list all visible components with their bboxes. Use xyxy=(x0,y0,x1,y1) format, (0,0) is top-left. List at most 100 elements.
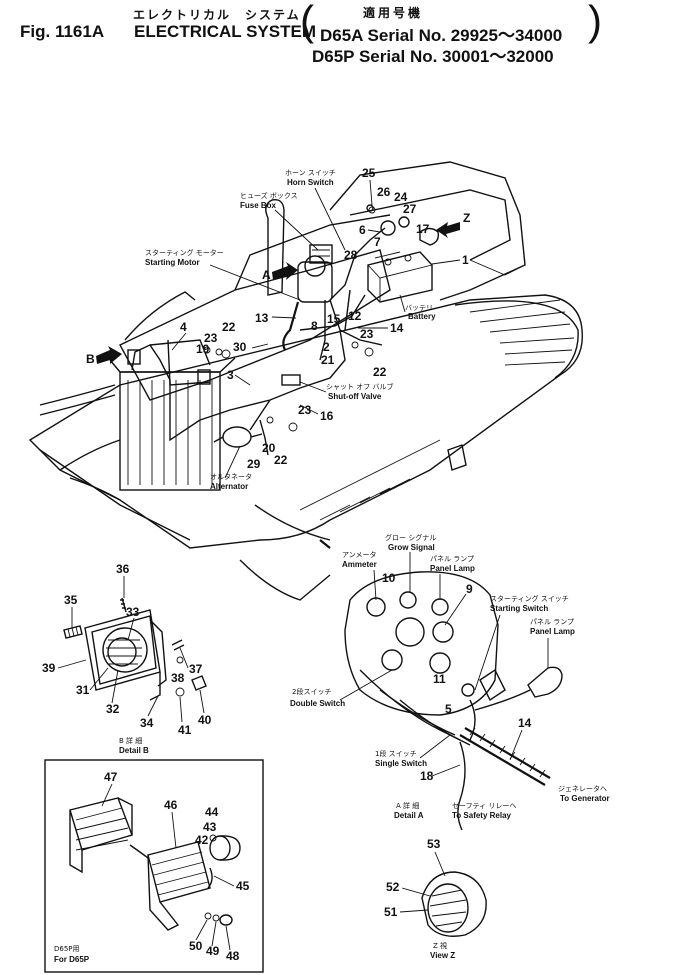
svg-text:47: 47 xyxy=(104,770,118,784)
svg-text:14: 14 xyxy=(518,716,532,730)
svg-text:5: 5 xyxy=(445,702,452,716)
serial-d65a: D65A Serial No. 29925～34000 xyxy=(320,26,563,45)
svg-text:23: 23 xyxy=(298,403,312,417)
svg-text:32: 32 xyxy=(106,702,120,716)
headlamp-left xyxy=(127,349,211,385)
d65p-inset xyxy=(44,759,264,973)
svg-text:21: 21 xyxy=(321,353,335,367)
svg-text:15: 15 xyxy=(327,312,341,326)
svg-text:Starting Switch: Starting Switch xyxy=(490,604,548,613)
svg-text:43: 43 xyxy=(203,820,217,834)
figure-number: Fig. 1161A xyxy=(20,22,105,41)
arrow-b: B xyxy=(86,346,122,366)
svg-text:オルタネータ: オルタネータ xyxy=(210,472,252,481)
detail-b-labels: B 詳 細 Detail B xyxy=(119,736,149,755)
svg-text:B: B xyxy=(86,352,95,366)
svg-text:Single Switch: Single Switch xyxy=(375,759,427,768)
svg-text:Panel Lamp: Panel Lamp xyxy=(430,564,475,573)
svg-text:Horn Switch: Horn Switch xyxy=(287,178,334,187)
left-bracket: ( xyxy=(300,0,314,44)
svg-text:B 詳 細: B 詳 細 xyxy=(119,736,142,745)
svg-text:10: 10 xyxy=(382,571,396,585)
svg-text:バッテリ: バッテリ xyxy=(405,304,433,312)
svg-text:22: 22 xyxy=(373,365,387,379)
svg-text:A 詳 細: A 詳 細 xyxy=(396,801,419,810)
svg-text:48: 48 xyxy=(226,949,240,963)
svg-text:シャット オフ バルブ: シャット オフ バルブ xyxy=(326,382,393,391)
svg-text:39: 39 xyxy=(42,661,56,675)
svg-text:スターティング スイッチ: スターティング スイッチ xyxy=(490,594,569,603)
svg-text:23: 23 xyxy=(360,327,374,341)
svg-text:ホーン スイッチ: ホーン スイッチ xyxy=(285,169,336,177)
battery xyxy=(367,251,433,303)
svg-text:24: 24 xyxy=(394,190,408,204)
wiring-harness xyxy=(131,227,386,456)
svg-text:52: 52 xyxy=(386,880,400,894)
figure-title: ELECTRICAL SYSTEM xyxy=(134,22,316,41)
arrow-a: A xyxy=(262,262,298,282)
svg-text:42: 42 xyxy=(195,833,209,847)
machine-body xyxy=(28,161,584,601)
svg-text:Battery: Battery xyxy=(408,312,436,321)
arrow-z: Z xyxy=(436,211,470,238)
applicable-serials-japanese: 適用号機 xyxy=(363,6,424,20)
svg-text:Double Switch: Double Switch xyxy=(290,699,345,708)
detail-a-labels: アンメータ Ammeter グロー シグナル Grow Signal パネル ラ… xyxy=(290,533,610,820)
svg-text:Detail B: Detail B xyxy=(119,746,149,755)
svg-text:35: 35 xyxy=(64,593,78,607)
svg-text:29: 29 xyxy=(247,457,261,471)
svg-text:Ammeter: Ammeter xyxy=(342,560,377,569)
svg-text:2: 2 xyxy=(323,340,330,354)
part-number-callouts: 1 2 3 4 5 6 7 8 9 10 11 12 13 14 14 15 1… xyxy=(42,166,532,963)
svg-text:49: 49 xyxy=(206,944,220,958)
svg-text:45: 45 xyxy=(236,879,250,893)
svg-text:3: 3 xyxy=(227,368,234,382)
svg-text:2段スイッチ: 2段スイッチ xyxy=(292,687,331,696)
svg-text:46: 46 xyxy=(164,798,178,812)
svg-text:ジェネレータへ: ジェネレータへ xyxy=(558,784,607,793)
svg-text:50: 50 xyxy=(189,939,203,953)
svg-text:13: 13 xyxy=(255,311,269,325)
svg-text:31: 31 xyxy=(76,683,90,697)
svg-text:Z 視: Z 視 xyxy=(433,941,447,950)
svg-text:For D65P: For D65P xyxy=(54,955,90,964)
svg-text:パネル ランプ: パネル ランプ xyxy=(530,618,574,626)
svg-text:7: 7 xyxy=(374,235,381,249)
svg-text:14: 14 xyxy=(390,321,404,335)
bolts xyxy=(203,206,376,432)
svg-text:8: 8 xyxy=(311,319,318,333)
svg-text:Detail A: Detail A xyxy=(394,811,424,820)
svg-text:4: 4 xyxy=(180,320,187,334)
svg-text:セーフティ リレーへ: セーフティ リレーへ xyxy=(452,802,516,810)
title-japanese: エレクトリカル システム xyxy=(133,8,301,22)
svg-text:23: 23 xyxy=(204,331,218,345)
svg-text:ヒューズ ボックス: ヒューズ ボックス xyxy=(240,191,298,200)
alternator xyxy=(213,426,263,448)
svg-text:20: 20 xyxy=(262,441,276,455)
svg-text:Shut-off Valve: Shut-off Valve xyxy=(328,392,382,401)
horn-parts xyxy=(366,204,440,246)
svg-text:View Z: View Z xyxy=(430,951,455,960)
svg-text:30: 30 xyxy=(233,340,247,354)
svg-text:Fuse Box: Fuse Box xyxy=(240,201,277,210)
starting-motor xyxy=(297,244,333,303)
d65p-labels: D65P用 For D65P xyxy=(54,945,90,964)
svg-text:11: 11 xyxy=(433,672,446,686)
right-bracket: ) xyxy=(588,0,602,44)
svg-text:1: 1 xyxy=(462,253,469,267)
svg-text:6: 6 xyxy=(359,223,366,237)
svg-text:41: 41 xyxy=(178,723,192,737)
svg-text:D65P用: D65P用 xyxy=(54,945,80,953)
svg-text:26: 26 xyxy=(377,185,391,199)
svg-text:25: 25 xyxy=(362,166,376,180)
svg-text:12: 12 xyxy=(348,309,362,323)
svg-text:34: 34 xyxy=(140,716,154,730)
svg-text:38: 38 xyxy=(171,671,185,685)
svg-text:Grow Signal: Grow Signal xyxy=(388,543,435,552)
svg-text:Z: Z xyxy=(463,211,470,225)
svg-text:Starting Motor: Starting Motor xyxy=(145,258,200,267)
svg-text:33: 33 xyxy=(126,605,140,619)
svg-text:28: 28 xyxy=(344,248,358,262)
svg-text:グロー シグナル: グロー シグナル xyxy=(385,533,436,542)
